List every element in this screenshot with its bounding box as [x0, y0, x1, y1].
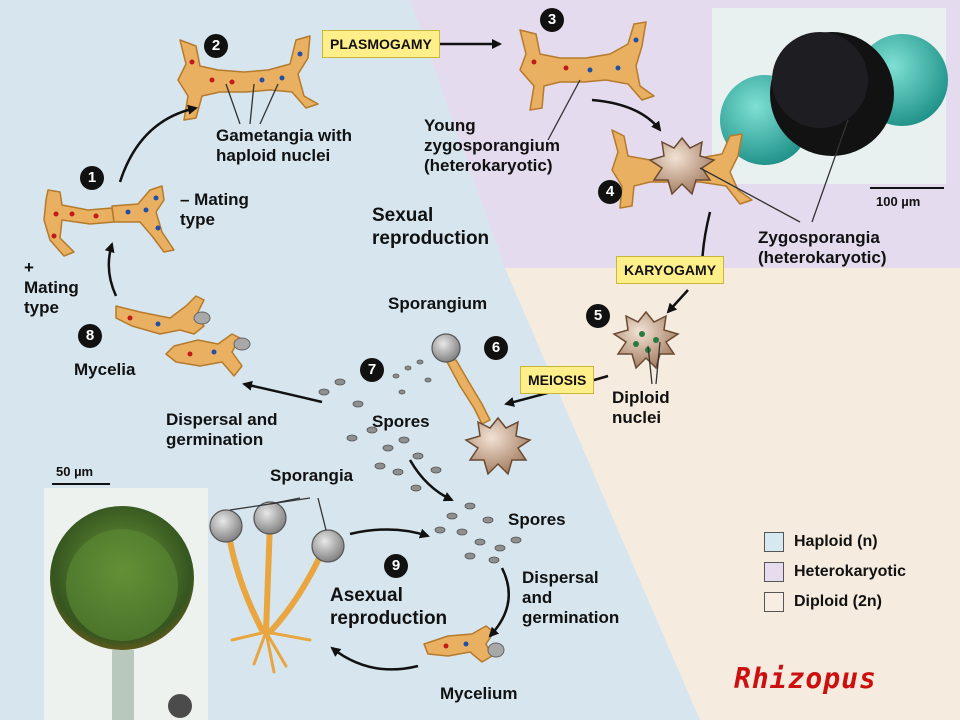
zygosporangia-spiny [464, 136, 716, 476]
label-dispersal-upper: Dispersal and germination [166, 410, 278, 449]
stage-karyogamy: KARYOGAMY [616, 256, 725, 284]
label-mycelia: Mycelia [74, 360, 136, 379]
rhizoids [230, 630, 312, 674]
hyphal-tips [193, 311, 505, 658]
spores-cloud [318, 359, 522, 564]
hypha-minus-mating [111, 185, 175, 253]
label-dispersal-lower: Dispersal and germination [522, 568, 620, 627]
step-7-badge: 7 [360, 358, 384, 382]
legend-label-diploid: Diploid (2n) [794, 593, 882, 610]
step-6-badge: 6 [484, 336, 508, 360]
sporangiophore-stalk [445, 359, 491, 425]
sporangia-heads [209, 333, 461, 563]
legend-swatch-haploid [764, 532, 784, 552]
scale-bar-bottom-label: 50 µm [56, 464, 94, 479]
zygosporangium-micrograph [712, 8, 948, 184]
mycelia-hypha-lower [165, 333, 243, 377]
label-sporangium: Sporangium [388, 294, 488, 313]
heading-asexual-reproduction: Asexual reproduction [330, 585, 448, 629]
young-zygosporangium-hyphae [519, 21, 655, 111]
legend-item-diploid: Diploid (2n) [764, 590, 882, 614]
label-sporangia: Sporangia [270, 466, 354, 485]
diploid-nuclei-dots [633, 331, 659, 353]
label-zygosporangia: Zygosporangia (heterokaryotic) [758, 228, 887, 267]
stage-meiosis: MEIOSIS [520, 366, 595, 394]
label-minus-mating-type: – Mating type [180, 190, 249, 229]
step-3-badge: 3 [540, 8, 564, 32]
genus-name: Rhizopus [734, 662, 877, 695]
heading-sexual-reproduction: Sexual reproduction [372, 205, 490, 249]
label-gametangia: Gametangia with haploid nuclei [216, 126, 353, 165]
step-9-badge: 9 [384, 554, 408, 578]
label-leaders [225, 79, 849, 531]
hypha-plus-mating [43, 189, 115, 257]
legend-item-haploid: Haploid (n) [764, 530, 878, 554]
legend-item-heterokaryotic: Heterokaryotic [764, 560, 906, 584]
scale-bar-top-label: 100 µm [876, 194, 921, 209]
step-1-badge: 1 [80, 166, 104, 190]
legend-swatch-diploid [764, 592, 784, 612]
label-plus-mating-type: + Mating type [24, 258, 79, 317]
haploid-nuclei [51, 37, 639, 649]
stage-plasmogamy: PLASMOGAMY [322, 30, 440, 58]
label-diploid-nuclei: Diploid nuclei [612, 388, 670, 427]
step-5-badge: 5 [586, 304, 610, 328]
step-8-badge: 8 [78, 324, 102, 348]
legend-label-heterokaryotic: Heterokaryotic [794, 563, 907, 580]
gametangia-hyphae [177, 35, 319, 121]
legend-label-haploid: Haploid (n) [794, 533, 878, 550]
diploid-region [505, 268, 960, 720]
label-spores-lower: Spores [508, 510, 566, 529]
sporangium-micrograph [44, 488, 208, 720]
label-spores-upper: Spores [372, 412, 430, 431]
step-4-badge: 4 [598, 180, 622, 204]
legend-swatch-heterokaryotic [764, 562, 784, 582]
step-2-badge: 2 [204, 34, 228, 58]
label-mycelium: Mycelium [440, 684, 518, 703]
label-young-zygosporangium: Young zygosporangium (heterokaryotic) [424, 116, 561, 175]
